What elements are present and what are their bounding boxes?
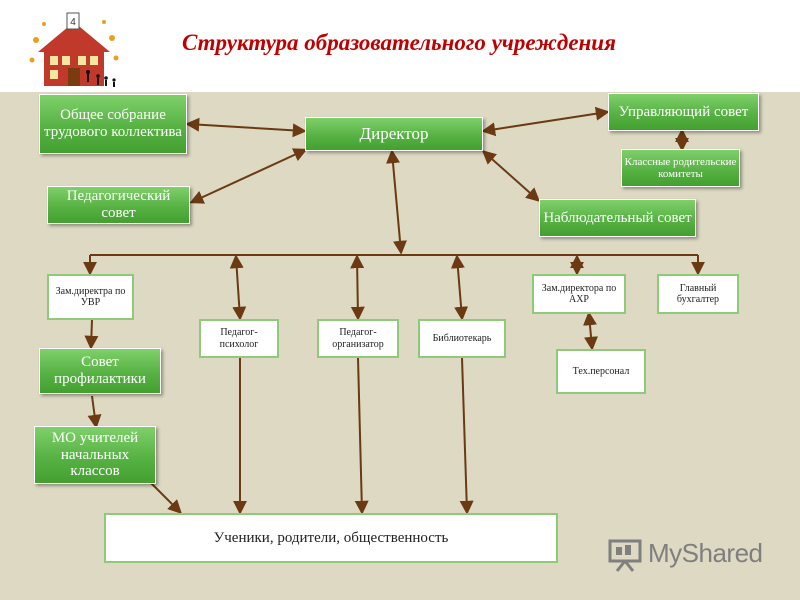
- edge-director-staff: [386, 149, 407, 255]
- edge-bus-librarian: [450, 254, 469, 321]
- edge-director-governing-council: [481, 106, 610, 137]
- edge-director-pedagogical-council: [189, 148, 308, 204]
- edge-director-supervisory-board: [481, 150, 541, 202]
- node-general-meeting: Общее собрание трудового коллектива: [39, 94, 187, 154]
- node-psychologist: Педагог-психолог: [199, 319, 279, 358]
- node-librarian: Библиотекарь: [418, 319, 506, 358]
- edge-librarian-students: [459, 357, 474, 515]
- edge-bus-organizer: [350, 254, 365, 321]
- node-organizer: Педагог-организатор: [317, 319, 399, 358]
- node-prevention-council: Совет профилактики: [39, 348, 161, 394]
- node-pedagogical-council: Педагогический совет: [47, 186, 190, 224]
- node-governing-council: Управляющий совет: [608, 93, 759, 131]
- watermark-text: MyShared: [648, 538, 763, 568]
- node-parent-committees: Классные родительские комитеты: [621, 149, 740, 187]
- edge-mo-students: [149, 481, 182, 514]
- node-tech-staff: Тех.персонал: [556, 349, 646, 394]
- school-logo-icon: 4: [29, 12, 119, 87]
- presentation-icon: [608, 539, 642, 572]
- node-director: Директор: [305, 117, 483, 151]
- edge-bus-psychologist: [229, 254, 247, 321]
- edge-organizer-students: [354, 357, 369, 515]
- node-students: Ученики, родители, общественность: [104, 513, 558, 563]
- page-title: Структура образовательного учреждения: [182, 30, 616, 55]
- node-mo-teachers: МО учителей начальных классов: [34, 426, 156, 484]
- svg-text:4: 4: [70, 17, 76, 28]
- edge-prevention-mo: [87, 395, 102, 429]
- node-chief-accountant: Главный бухгалтер: [657, 274, 739, 314]
- node-deputy-uvr: Зам.директра по УВР: [47, 274, 134, 320]
- node-supervisory-board: Наблюдательный совет: [539, 199, 696, 237]
- edge-director-general-meeting: [185, 117, 307, 138]
- node-deputy-ahr: Зам.директора по АХР: [532, 274, 626, 314]
- edge-uvr-prevention: [84, 319, 99, 350]
- header-area: [0, 0, 800, 92]
- edge-ahr-tech-staff: [583, 311, 598, 351]
